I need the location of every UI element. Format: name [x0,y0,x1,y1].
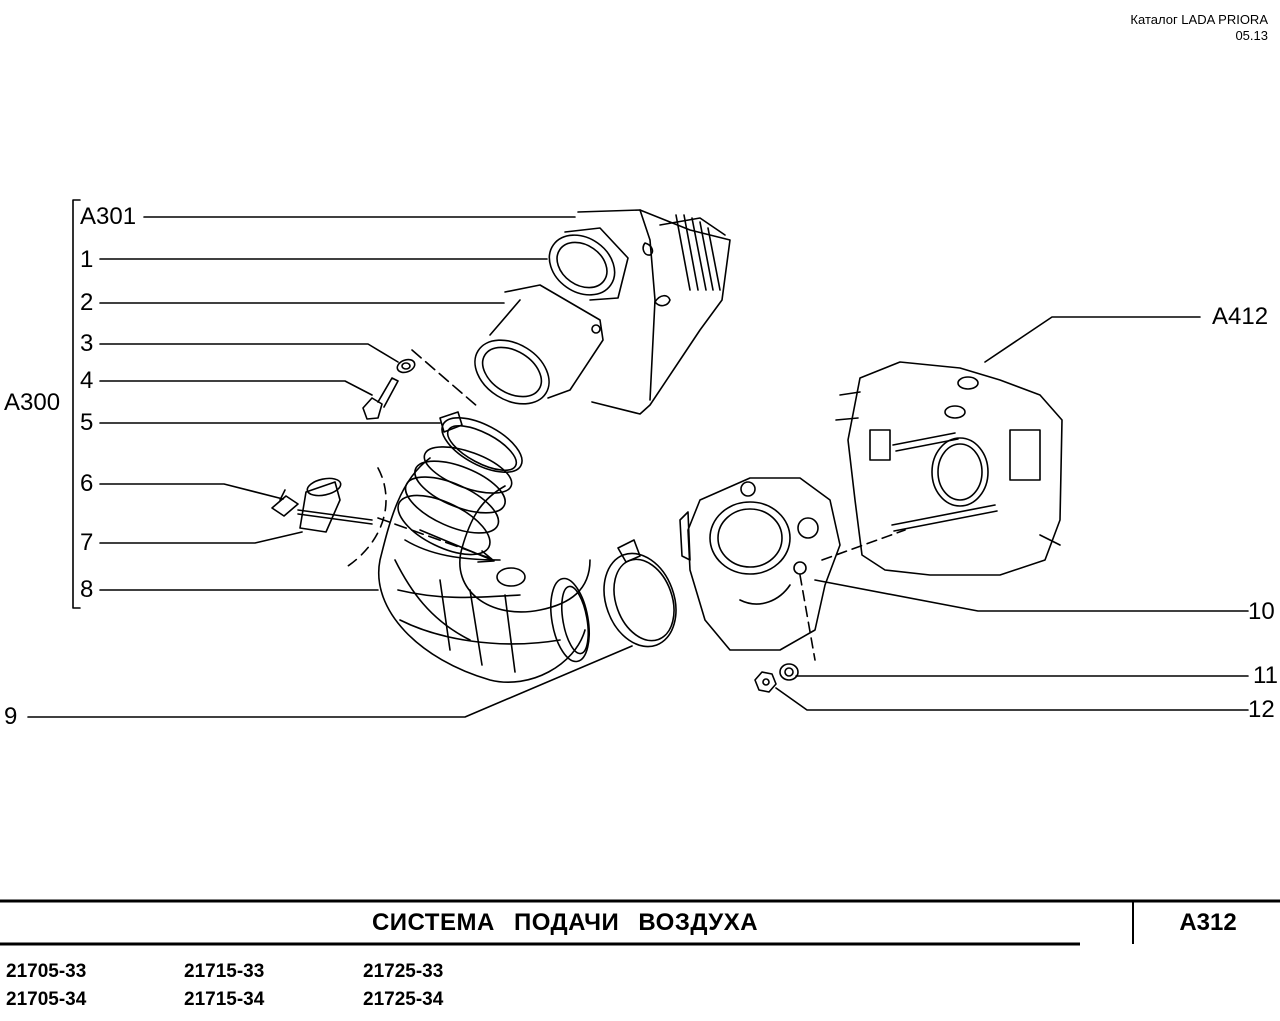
label-part-5: 5 [80,409,94,436]
part-8-air-duct [377,446,591,683]
center-axis-2 [411,349,479,408]
part-9-clamp [603,539,677,648]
group-bracket-a300 [72,199,81,609]
model-code: 21715-34 [184,989,265,1010]
label-part-12: 12 [1248,696,1275,723]
intake-manifold-drawing [821,361,1063,576]
part-1-seal-ring [548,227,629,301]
part-4-bolt [362,377,399,420]
label-a412: A412 [1212,303,1269,330]
section-title: СИСТЕМА ПОДАЧИ ВОЗДУХА [371,909,759,936]
flow-arrow [419,529,495,563]
part-12-nut [754,671,777,693]
leader-7 [99,531,303,544]
label-a300: A300 [4,389,61,416]
center-axis [377,517,496,561]
leader-3 [99,343,399,363]
leader-4 [99,380,373,396]
model-code: 21725-33 [363,961,444,982]
label-part-8: 8 [80,576,94,603]
part-7-fitting [299,477,342,533]
part-2-adapter [474,284,604,405]
leader-12 [775,687,1249,711]
part-10-throttle-body [679,477,841,661]
label-part-6: 6 [80,470,94,497]
catalog-header: Каталог LADA PRIORA [1130,12,1268,27]
label-part-3: 3 [80,330,94,357]
model-code: 21715-33 [184,961,265,982]
engine-block-drawing [577,209,731,415]
section-code: A312 [1179,909,1237,936]
model-code: 21705-33 [6,961,87,982]
catalog-date: 05.13 [1235,28,1268,43]
leader-10 [814,579,1249,612]
label-part-2: 2 [80,289,94,316]
model-code: 21725-34 [363,989,444,1010]
label-a301: A301 [80,203,137,230]
label-part-7: 7 [80,529,94,556]
part-3-washer [396,358,416,374]
part-5-clamp [439,411,523,473]
leader-6 [99,483,284,500]
leader-9 [27,645,633,718]
model-code: 21705-34 [6,989,87,1010]
part-11-washer [779,663,799,681]
label-part-10: 10 [1248,598,1275,625]
label-part-9: 9 [4,703,18,730]
leader-a412 [984,316,1201,363]
label-part-1: 1 [80,246,94,273]
label-part-11: 11 [1253,662,1278,689]
label-part-4: 4 [80,367,94,394]
part-6-sensor [271,489,373,525]
